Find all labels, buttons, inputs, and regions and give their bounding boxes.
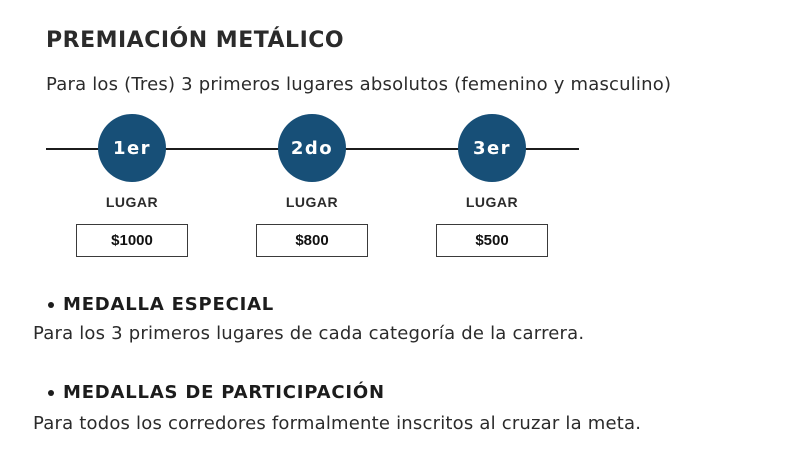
section-text-special-medal: Para los 3 primeros lugares de cada cate… <box>33 323 585 344</box>
prize-box-first: $1000 <box>76 224 188 257</box>
section-text-participation-medals: Para todos los corredores formalmente in… <box>33 413 642 434</box>
section-heading-text: MEDALLAS DE PARTICIPACIÓN <box>63 382 385 403</box>
section-heading-text: MEDALLA ESPECIAL <box>63 294 275 315</box>
bullet-icon <box>48 301 54 308</box>
prize-box-third: $500 <box>436 224 548 257</box>
rank-badge-third: 3er <box>458 114 526 182</box>
place-label: LUGAR <box>465 194 519 210</box>
section-heading-participation-medals: MEDALLAS DE PARTICIPACIÓN <box>48 382 385 403</box>
prize-box-second: $800 <box>256 224 368 257</box>
place-first: 1er LUGAR $1000 <box>76 114 188 257</box>
page-subtitle: Para los (Tres) 3 primeros lugares absol… <box>46 74 672 95</box>
rank-badge-second: 2do <box>278 114 346 182</box>
rank-badge-first: 1er <box>98 114 166 182</box>
place-third: 3er LUGAR $500 <box>436 114 548 257</box>
section-heading-special-medal: MEDALLA ESPECIAL <box>48 294 274 315</box>
place-label: LUGAR <box>105 194 159 210</box>
bullet-icon <box>48 389 54 396</box>
page-title: PREMIACIÓN METÁLICO <box>46 28 345 53</box>
place-second: 2do LUGAR $800 <box>256 114 368 257</box>
place-label: LUGAR <box>285 194 339 210</box>
